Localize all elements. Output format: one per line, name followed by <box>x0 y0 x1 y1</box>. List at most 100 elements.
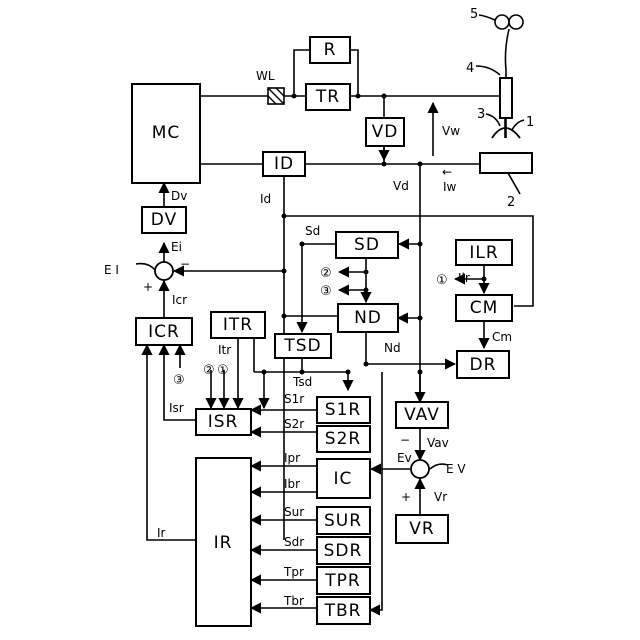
signal-cm: Cm <box>492 330 512 344</box>
summing-node-ei <box>155 262 173 280</box>
block-dr: DR <box>457 351 509 378</box>
block-cm-label: CM <box>470 298 499 318</box>
wire-feeder-symbol <box>268 88 284 104</box>
block-tbr: TBR <box>317 597 370 624</box>
signal-tpr: Tpr <box>283 565 304 579</box>
block-ilr: ILR <box>456 240 512 265</box>
marker-2-sd: ② <box>320 266 332 281</box>
block-vd: VD <box>366 118 404 146</box>
block-icr-label: ICR <box>148 322 180 342</box>
summing-node-ev <box>411 460 429 478</box>
signal-vav: Vav <box>427 436 449 450</box>
signal-ei: Ei <box>171 240 182 254</box>
signal-ev: Ev <box>397 451 412 465</box>
marker-1-isr: ① <box>217 363 229 378</box>
block-ilr-label: ILR <box>469 243 498 263</box>
marker-3-sd: ③ <box>320 284 332 299</box>
minus-ei: − <box>180 257 190 271</box>
block-tbr-label: TBR <box>324 601 362 621</box>
plus-ev: + <box>401 490 411 504</box>
block-s2r: S2R <box>317 426 370 452</box>
signal-vw: Vw <box>442 124 460 138</box>
block-sd-label: SD <box>354 235 380 255</box>
block-sur: SUR <box>317 507 370 534</box>
signal-id: Id <box>260 192 271 206</box>
signal-vr: Vr <box>434 490 447 504</box>
block-tsd-label: TSD <box>283 336 321 356</box>
block-itr-label: ITR <box>223 315 253 335</box>
signal-ei-node: E I <box>104 263 119 277</box>
block-ic-label: IC <box>334 469 353 489</box>
signal-ipr: Ipr <box>284 451 300 465</box>
block-tpr: TPR <box>317 567 370 594</box>
block-sur-label: SUR <box>324 511 362 531</box>
block-s1r-label: S1R <box>325 400 361 420</box>
block-s2r-label: S2R <box>325 429 361 449</box>
block-dv-label: DV <box>151 210 177 230</box>
block-tsd: TSD <box>275 334 331 358</box>
signal-sur: Sur <box>284 505 304 519</box>
signal-iw: Iw <box>443 180 457 194</box>
workpiece <box>480 153 532 194</box>
marker-2-isr: ② <box>203 363 215 378</box>
block-mc-label: MC <box>152 123 181 143</box>
block-tpr-label: TPR <box>324 571 360 591</box>
block-cm: CM <box>456 295 512 321</box>
marker-3-icr: ③ <box>173 373 185 388</box>
block-tr-label: TR <box>315 87 340 107</box>
plus-ei: + <box>143 280 153 294</box>
block-nd: ND <box>338 304 398 332</box>
signal-s1r: S1r <box>284 392 304 406</box>
block-icr: ICR <box>136 318 192 345</box>
block-ic: IC <box>317 459 370 498</box>
signal-ibr: Ibr <box>284 477 300 491</box>
block-sdr: SDR <box>317 537 370 564</box>
signal-ev-node: E V <box>446 462 466 476</box>
block-tr: TR <box>306 84 350 110</box>
ref-1: 1 <box>526 115 534 130</box>
signal-tsd: Tsd <box>292 375 312 389</box>
block-nd-label: ND <box>354 308 382 328</box>
signal-vd: Vd <box>393 179 409 193</box>
block-ir: IR <box>196 458 251 626</box>
signal-icr: Icr <box>172 293 187 307</box>
ref-3: 3 <box>477 107 485 122</box>
block-dv: DV <box>142 207 186 233</box>
block-id: ID <box>263 152 305 176</box>
block-isr: ISR <box>196 409 251 435</box>
block-vav-label: VAV <box>404 405 440 425</box>
signal-dv: Dv <box>171 189 187 203</box>
ref-5: 5 <box>470 7 478 22</box>
block-mc: MC <box>132 84 200 183</box>
block-dr-label: DR <box>470 355 497 375</box>
signal-ilr: Ilr <box>458 271 470 285</box>
block-ir-label: IR <box>214 533 233 553</box>
block-isr-label: ISR <box>208 412 239 432</box>
block-vr-label: VR <box>409 519 434 539</box>
block-r-label: R <box>324 40 337 60</box>
block-r: R <box>310 37 350 63</box>
signal-ir: Ir <box>157 526 166 540</box>
signal-iw-arrow: ← <box>442 165 452 179</box>
signal-wl: WL <box>256 69 275 83</box>
minus-ev: − <box>400 433 410 447</box>
block-sdr-label: SDR <box>324 541 363 561</box>
signal-s2r: S2r <box>284 417 304 431</box>
ref-2: 2 <box>507 195 515 210</box>
block-vr: VR <box>396 515 448 543</box>
signal-itr: Itr <box>218 343 231 357</box>
marker-1-ilr: ① <box>436 273 448 288</box>
signal-nd: Nd <box>384 341 401 355</box>
signal-sdr: Sdr <box>284 535 304 549</box>
ref-4: 4 <box>466 61 474 76</box>
block-id-label: ID <box>274 154 294 174</box>
block-vd-label: VD <box>372 122 399 142</box>
block-itr: ITR <box>211 312 265 338</box>
block-s1r: S1R <box>317 397 370 423</box>
block-sd: SD <box>336 232 398 258</box>
signal-tbr: Tbr <box>283 594 304 608</box>
block-vav: VAV <box>396 402 448 428</box>
signal-sd: Sd <box>305 224 320 238</box>
signal-isr: Isr <box>169 401 184 415</box>
